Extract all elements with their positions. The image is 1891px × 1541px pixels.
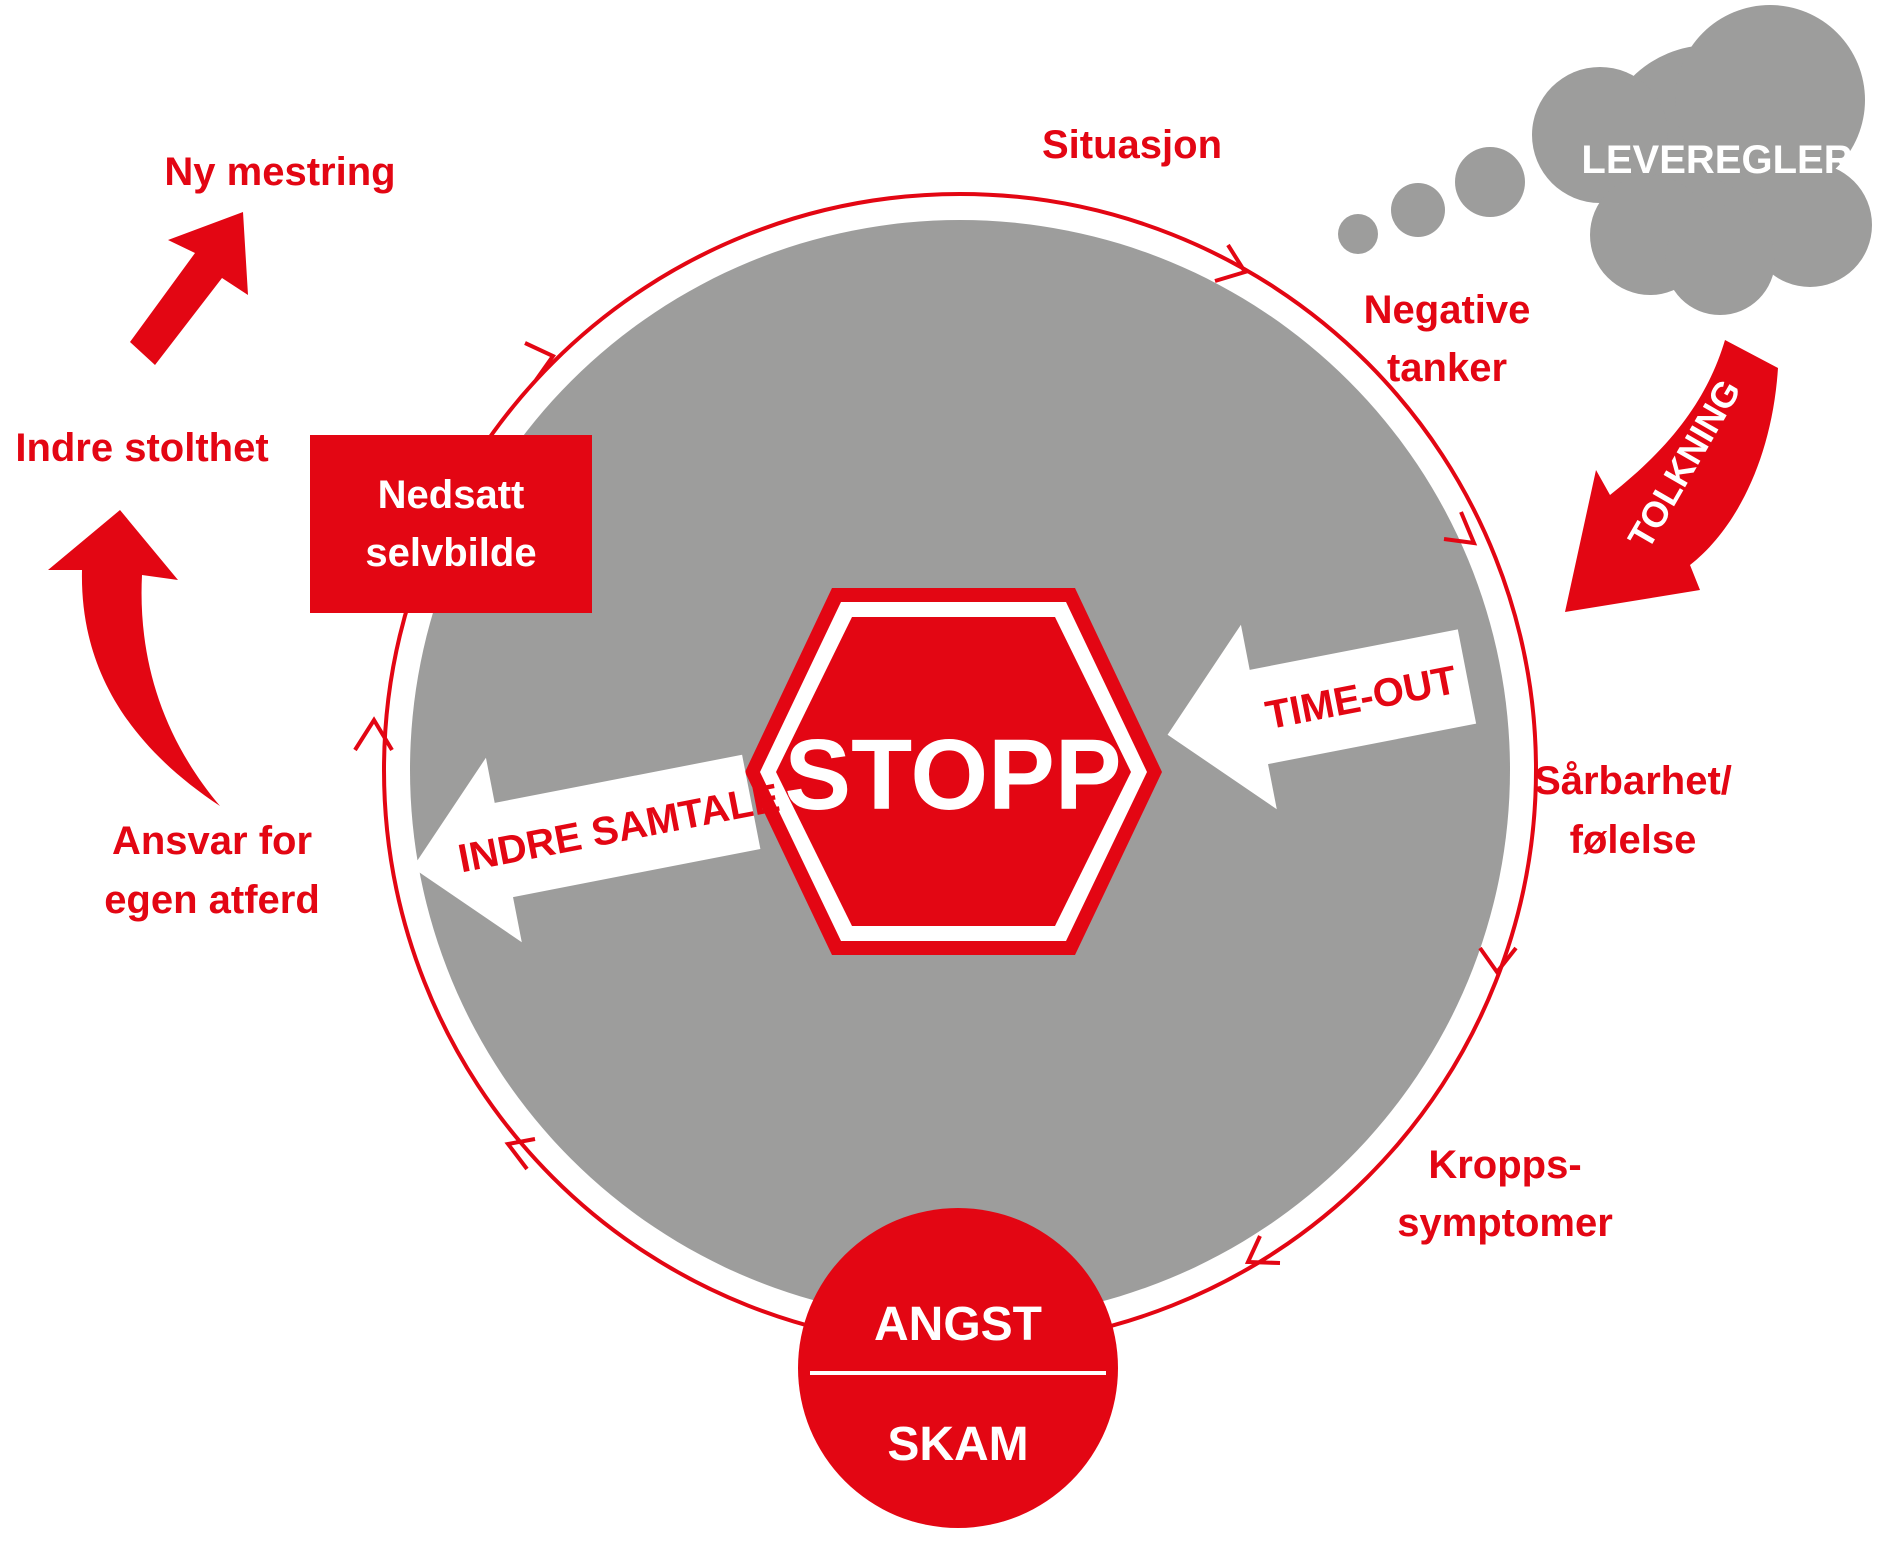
cloud-lobe	[1748, 163, 1872, 287]
nedsatt-label-line2: selvbilde	[365, 531, 536, 575]
ring-chevron	[524, 341, 557, 382]
angst-label: ANGST	[874, 1298, 1042, 1351]
sarbarhet-line1: Sårbarhet/	[1534, 759, 1732, 803]
kropp-line2: symptomer	[1397, 1201, 1613, 1245]
time-out-arrow: TIME-OUT	[1167, 624, 1477, 810]
thought-bubble-small	[1338, 214, 1378, 254]
ny-mestring-arrow	[130, 212, 248, 365]
ansvar-line1: Ansvar for	[112, 819, 312, 863]
indre-stolthet-arrow-shape	[48, 510, 220, 806]
nedsatt-label-line1: Nedsatt	[378, 473, 525, 517]
angst-skam-circle	[798, 1208, 1118, 1528]
kropp-line1: Kropps-	[1428, 1143, 1581, 1187]
skam-label: SKAM	[887, 1418, 1028, 1471]
ring-chevron	[504, 1137, 536, 1171]
thought-bubble-large	[1455, 147, 1525, 217]
thought-cloud	[1338, 5, 1872, 315]
ny-mestring-label: Ny mestring	[164, 150, 395, 194]
ring-chevron	[1478, 946, 1518, 976]
ring-chevron	[353, 716, 394, 752]
ansvar-line2: egen atferd	[104, 878, 320, 922]
indre-samtale-arrow-shape	[412, 754, 761, 943]
negative-tanker-line2: tanker	[1387, 346, 1507, 390]
tolkning-arrow-body	[1565, 340, 1778, 612]
negative-tanker-line1: Negative	[1364, 288, 1531, 332]
ring-chevron	[1244, 1235, 1281, 1265]
thought-bubble-medium	[1391, 183, 1445, 237]
stop-sign-inner	[776, 617, 1131, 926]
situasjon-label: Situasjon	[1042, 123, 1222, 167]
nedsatt-selvbilde-box	[310, 435, 592, 613]
indre-stolthet-arrow	[48, 510, 220, 806]
cloud-lobe	[1675, 5, 1865, 195]
time-out-arrow-shape	[1167, 624, 1477, 810]
ring-chevron	[1214, 243, 1249, 283]
ny-mestring-arrow-shape	[130, 212, 248, 365]
cloud-lobe	[1665, 205, 1775, 315]
indre-stolthet-label: Indre stolthet	[15, 426, 268, 470]
tolkning-arrow	[1565, 340, 1778, 612]
stop-sign-label: STOPP	[784, 719, 1121, 831]
ring-direction-chevrons	[353, 243, 1518, 1265]
leveregler-label: LEVEREGLER	[1581, 138, 1852, 182]
cloud-lobe	[1532, 67, 1668, 203]
ring-chevron	[1443, 511, 1478, 546]
sarbarhet-line2: følelse	[1570, 818, 1697, 862]
